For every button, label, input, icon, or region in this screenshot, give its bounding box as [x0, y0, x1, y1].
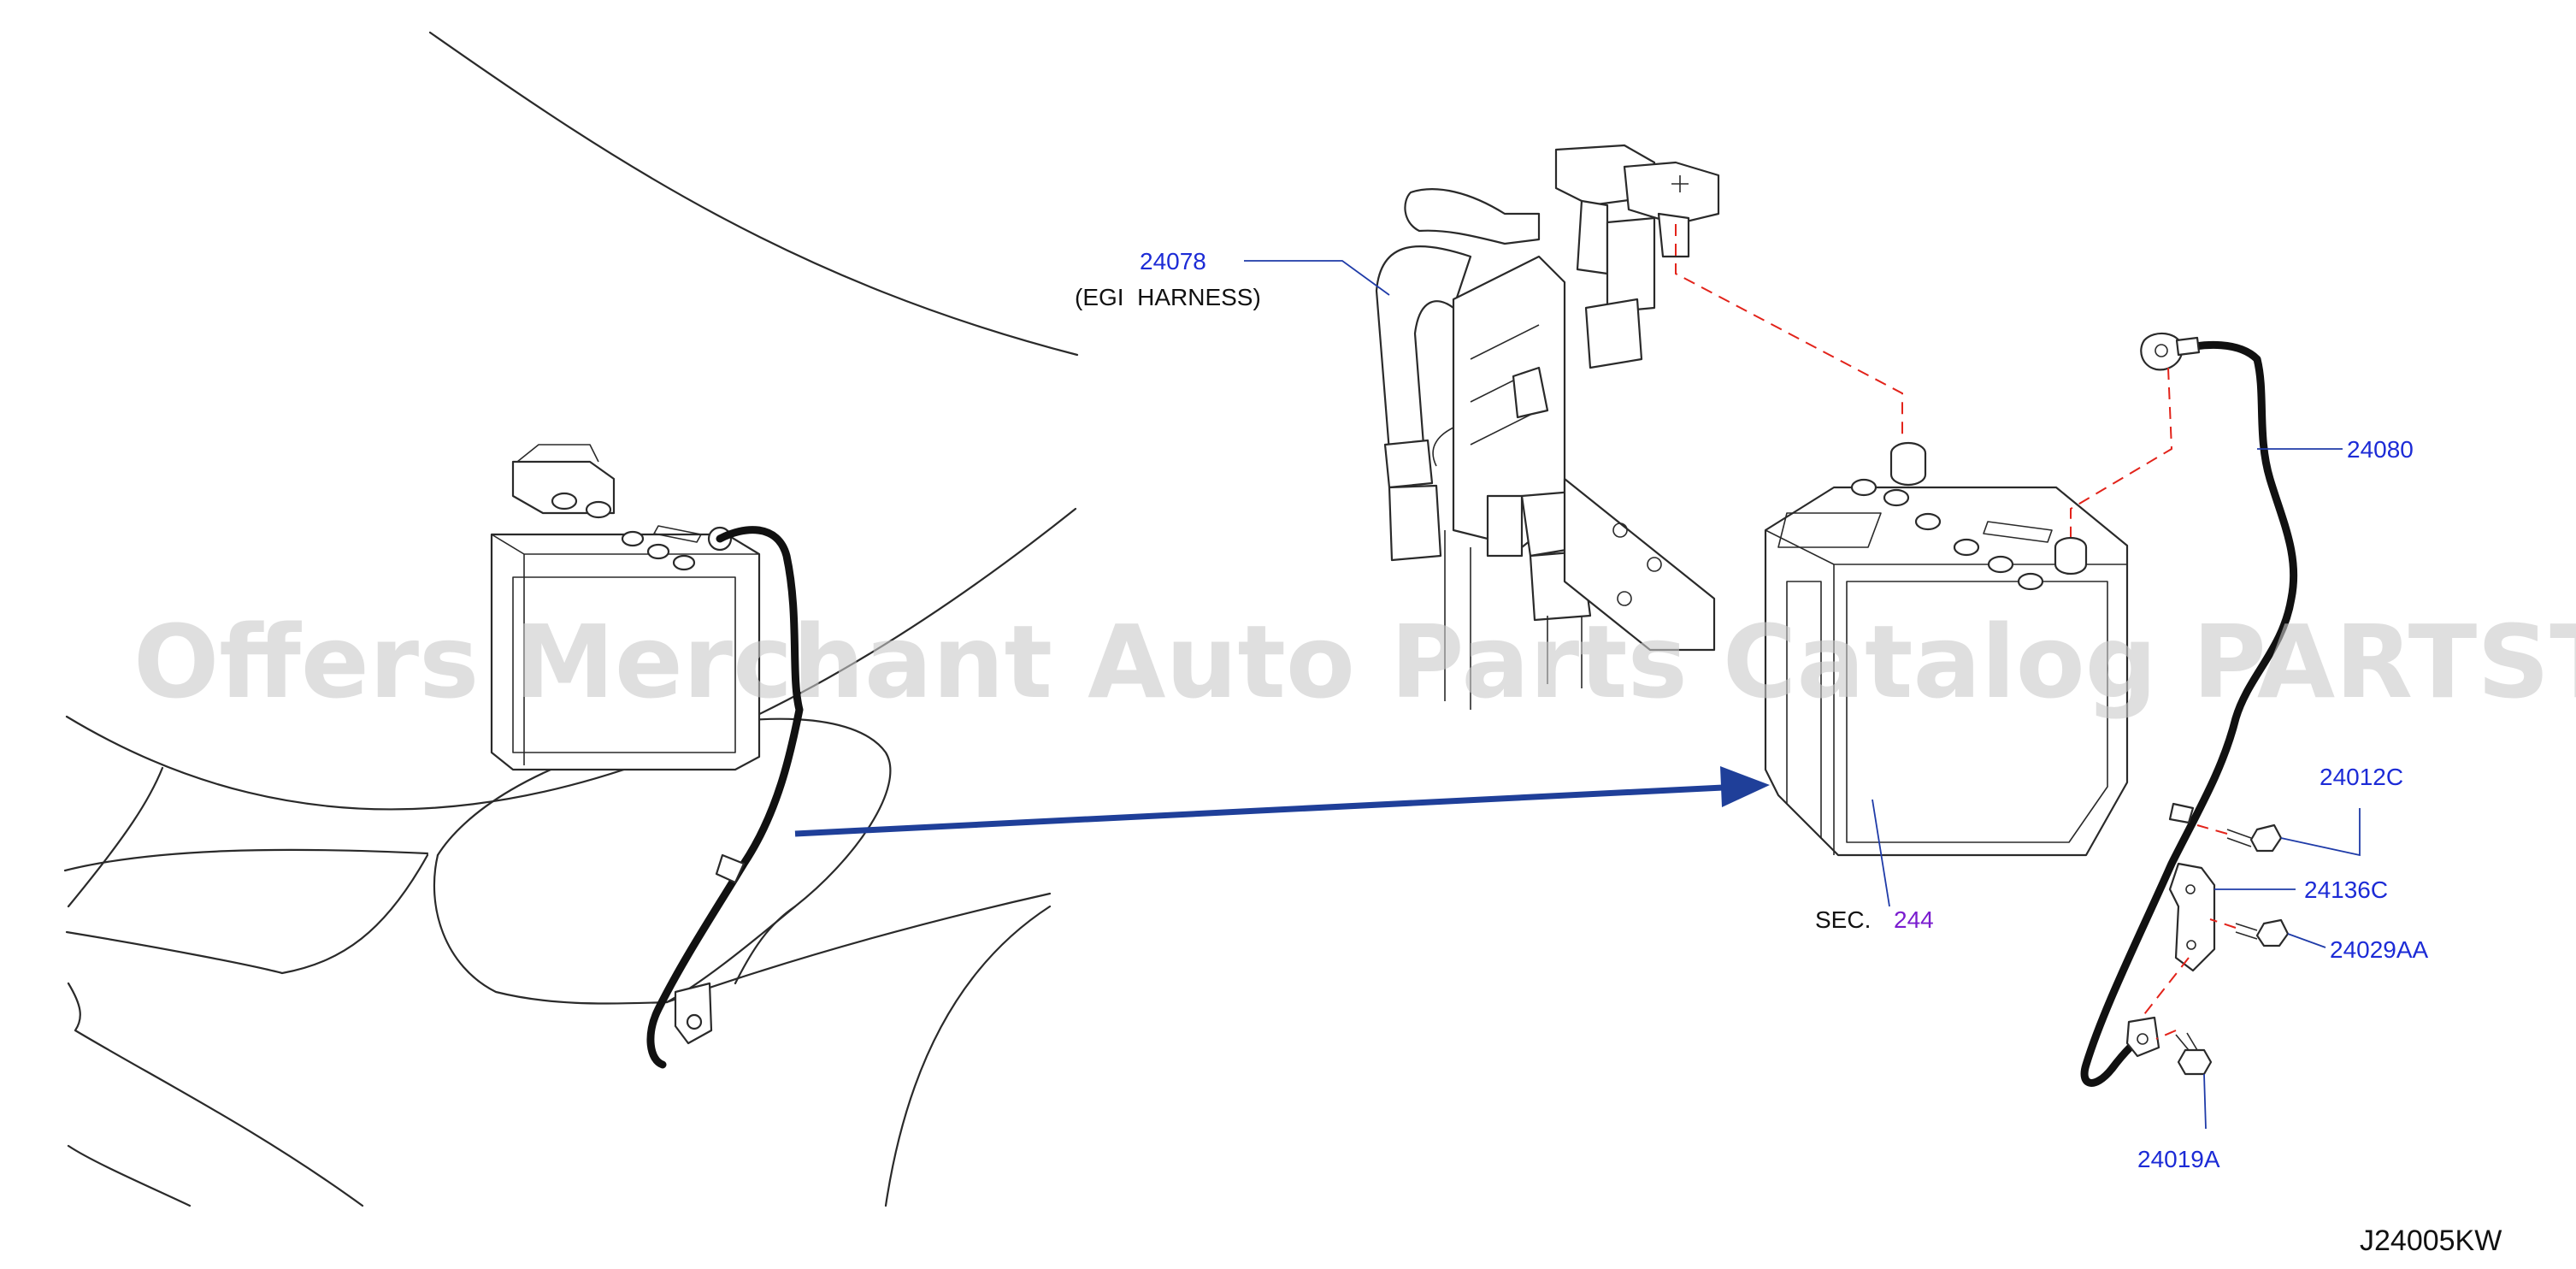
drawing-code: J24005KW [2360, 1225, 2502, 1257]
small-battery-overview [490, 444, 761, 771]
overview-cable [646, 526, 804, 1069]
zoom-arrow [794, 766, 1770, 837]
vehicle-overview [63, 31, 1079, 1207]
bracket-24136C [2168, 862, 2216, 972]
callout-24136C[interactable]: 24136C [2304, 876, 2388, 903]
callout-24078[interactable]: 24078 [1140, 248, 1206, 274]
callout-24029AA[interactable]: 24029AA [2330, 936, 2429, 963]
bolt-24019A [2175, 1032, 2213, 1076]
battery-cable-24080 [2080, 332, 2298, 1087]
section-ref-number[interactable]: 244 [1894, 906, 1934, 933]
leader-lines [1244, 260, 2361, 1130]
bolt-24012C [2226, 823, 2283, 853]
battery-detail [1764, 441, 2129, 857]
callout-24078-note: (EGI HARNESS) [1075, 284, 1261, 310]
egi-harness [1375, 144, 1720, 710]
callout-24080[interactable]: 24080 [2347, 436, 2414, 463]
section-ref-prefix: SEC. [1815, 906, 1871, 933]
callout-24012C[interactable]: 24012C [2320, 764, 2403, 790]
assembly-guides [1675, 224, 2237, 1040]
callout-24019A[interactable]: 24019A [2137, 1146, 2220, 1172]
watermark-text: Offers Merchant Auto Parts Catalog PARTS… [133, 603, 2576, 721]
bolt-24029AA [2235, 918, 2290, 947]
